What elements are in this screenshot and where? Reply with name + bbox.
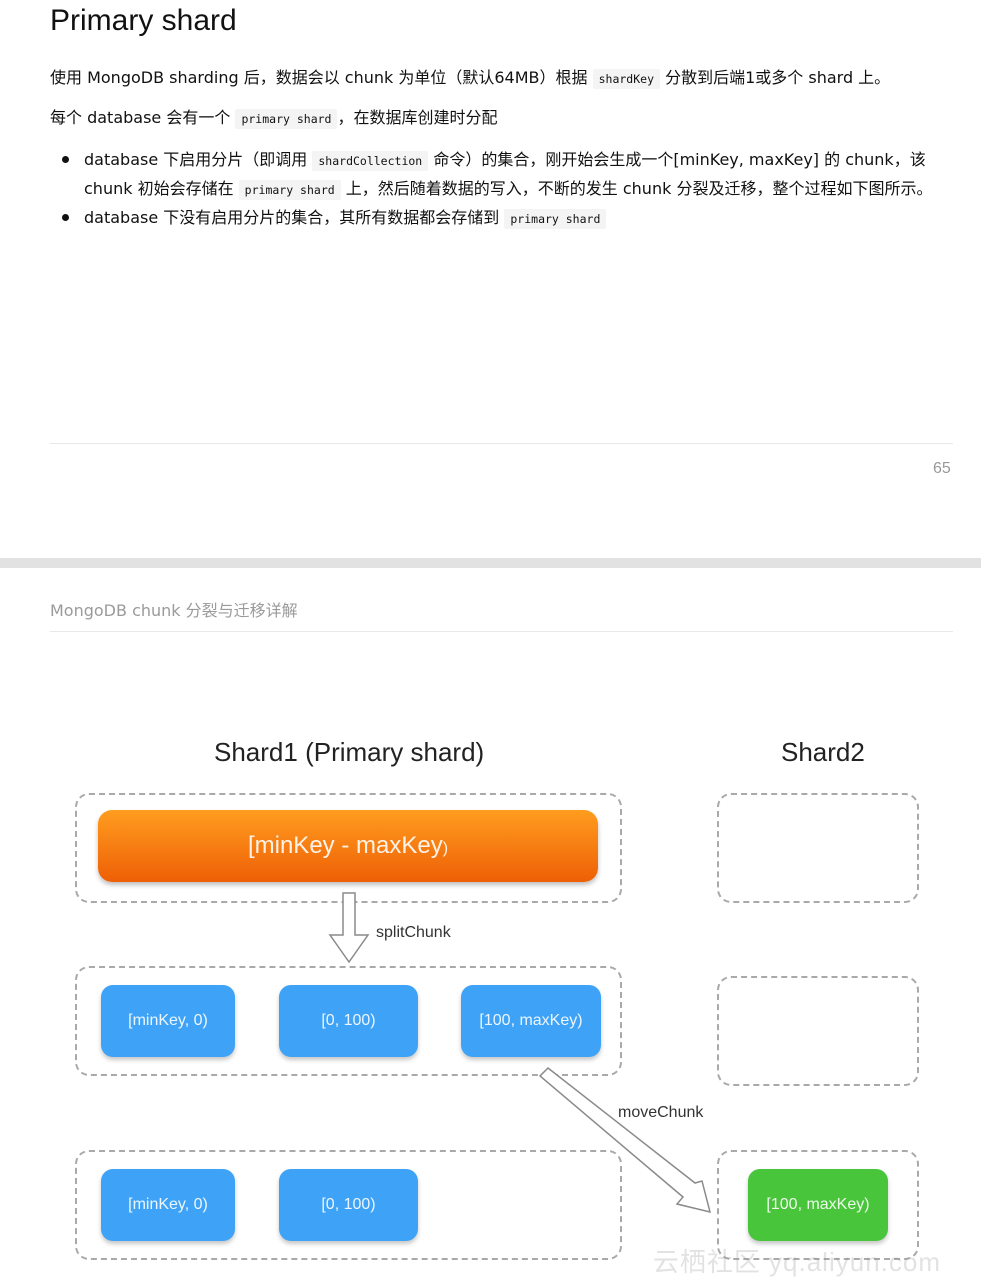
chunk-minkey-0: [minKey, 0) [101,985,235,1057]
watermark: 云栖社区 yq.aliyun.com [652,1247,941,1277]
moved-chunk: [100, maxKey) [748,1169,888,1241]
bullet-list: database 下启用分片（即调用 shardCollection 命令）的集… [62,146,952,233]
shard1-title: Shard1 (Primary shard) [214,737,485,767]
split-chunk-label: splitChunk [376,924,451,941]
shard1-container-moved [75,1150,622,1260]
bullet-icon [62,156,69,163]
paragraph-text: 每个 database 会有一个 [50,108,231,127]
list-item-text: database 下没有启用分片的集合，其所有数据都会存储到 [84,208,500,227]
inline-code: primary shard [504,209,607,229]
shard2-container-moved [717,1150,919,1260]
bullet-icon [62,214,69,221]
shard1-container-split [75,966,622,1076]
chunk-100-maxkey: [100, maxKey) [461,985,601,1057]
intro-paragraph: 使用 MongoDB sharding 后，数据会以 chunk 为单位（默认6… [50,67,890,90]
page-number: 65 [933,460,951,477]
initial-chunk: [minKey - maxKey) [98,810,598,882]
inline-code: shardKey [592,69,660,89]
page-title: Primary shard [50,4,237,37]
list-item-text: 上，然后随着数据的写入，不断的发生 chunk 分裂及迁移，整个过程如下图所示。 [345,179,933,198]
running-header: MongoDB chunk 分裂与迁移详解 [50,601,298,620]
inline-code: primary shard [238,180,341,200]
list-item: database 下没有启用分片的集合，其所有数据都会存储到 primary s… [62,204,952,233]
header-divider [50,631,953,632]
chunk-0-100: [0, 100) [279,1169,418,1241]
list-item-text: 命令）的集合，刚开始会生成一个[minKey, maxKey] 的 chunk，… [84,150,926,198]
move-chunk-label: moveChunk [618,1104,704,1121]
list-item-text: database 下启用分片（即调用 [84,150,308,169]
chunk-0-100: [0, 100) [279,985,418,1057]
inline-code: shardCollection [312,151,429,171]
paragraph-text: ，在数据库创建时分配 [337,108,498,127]
chunk-minkey-0: [minKey, 0) [101,1169,235,1241]
list-item: database 下启用分片（即调用 shardCollection 命令）的集… [62,146,952,204]
chunk-label-close: ) [442,840,449,857]
primary-shard-paragraph: 每个 database 会有一个 primary shard，在数据库创建时分配 [50,107,497,130]
shard2-title: Shard2 [781,737,865,767]
chunk-label: [minKey - maxKey [247,832,443,859]
inline-code: primary shard [235,109,338,129]
shard2-container-initial [717,793,919,903]
split-arrow-icon [328,892,370,964]
shard2-container-split [717,976,919,1086]
intro-text: 使用 MongoDB sharding 后，数据会以 chunk 为单位（默认6… [50,68,588,87]
move-arrow-icon [538,1067,712,1214]
intro-text: 分散到后端1或多个 shard 上。 [665,68,891,87]
footer-divider [50,443,953,444]
page-break [0,558,981,568]
